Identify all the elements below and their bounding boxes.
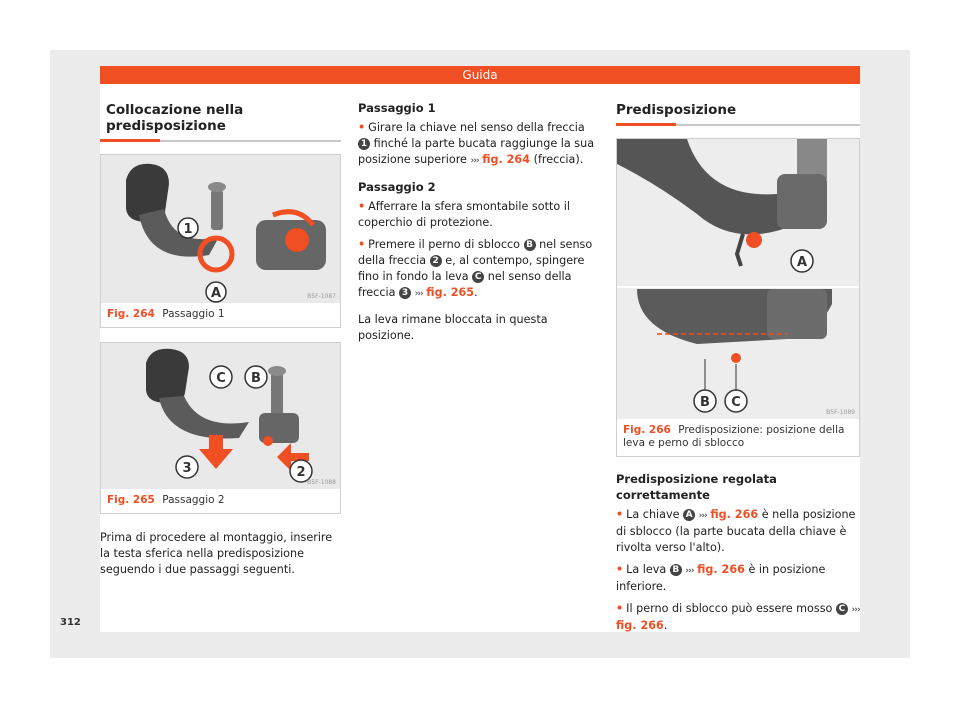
bullet-dot: • bbox=[616, 602, 624, 615]
towbar-step1-illustration: 1 A bbox=[101, 155, 340, 303]
bullet-dot: • bbox=[358, 238, 366, 251]
ref-circle-C: C bbox=[835, 603, 848, 615]
step1-title: Passaggio 1 bbox=[358, 101, 436, 115]
figure-265-number: Fig. 265 bbox=[107, 494, 155, 506]
figure-266-text: Predisposizione: posizione della leva e … bbox=[623, 424, 845, 449]
figure-266-label-A: A bbox=[797, 255, 807, 270]
towbar-step2-illustration: C B 3 2 bbox=[101, 343, 340, 489]
figure-265-label-C: C bbox=[216, 371, 226, 386]
figure-266-image: A B C B5F-1089 bbox=[617, 139, 859, 419]
title-rule bbox=[616, 123, 860, 126]
figure-264-text: Passaggio 1 bbox=[162, 308, 225, 320]
section-header-band: Guida bbox=[100, 66, 860, 84]
figure-265-text: Passaggio 2 bbox=[162, 494, 225, 506]
bullet-dot: • bbox=[358, 200, 366, 213]
lever-note: La leva rimane bloccata in questa posizi… bbox=[358, 313, 548, 342]
column-2: Passaggio 1 •Girare la chiave nel senso … bbox=[358, 84, 599, 344]
intro-paragraph: Prima di procedere al montaggio, inserir… bbox=[100, 531, 333, 576]
title-rule bbox=[100, 139, 341, 142]
column-1: Collocazione nella predisposizione 1 bbox=[100, 84, 341, 578]
figure-264-label-A: A bbox=[211, 286, 221, 301]
bullet-dot: • bbox=[358, 121, 366, 134]
fig-265-link[interactable]: fig. 265 bbox=[426, 286, 475, 299]
step1-bullet: •Girare la chiave nel senso della frecci… bbox=[358, 121, 595, 166]
step2-title: Passaggio 2 bbox=[358, 180, 436, 194]
ref-circle-C: C bbox=[472, 271, 485, 283]
figure-265: C B 3 2 B5F-1088 Fig. 265 Passaggio 2 bbox=[100, 342, 341, 514]
ref-circle-1: 1 bbox=[358, 138, 370, 150]
step2-bullet-1: •Afferrare la sfera smontabile sotto il … bbox=[358, 200, 570, 229]
figure-264-image: 1 A B5F-1087 bbox=[101, 155, 340, 303]
ref-circle-3: 3 bbox=[399, 287, 412, 299]
figure-264-code: B5F-1087 bbox=[307, 293, 336, 300]
receiver-illustration: A B C bbox=[617, 139, 859, 419]
figure-266-label-B: B bbox=[700, 395, 710, 410]
figure-265-label-B: B bbox=[251, 371, 261, 386]
figure-266: A B C B5F-1089 Fig. 266 Predisposi bbox=[616, 138, 860, 457]
ref-circle-A: A bbox=[683, 509, 696, 521]
figure-266-code: B5F-1089 bbox=[826, 409, 855, 416]
bullet-dot: • bbox=[616, 563, 624, 576]
fig-266-link[interactable]: fig. 266 bbox=[616, 619, 664, 632]
ref-circle-2: 2 bbox=[429, 255, 442, 267]
fig-266-link[interactable]: fig. 266 bbox=[697, 563, 745, 576]
subsection-title: Predisposizione regolata correttamente bbox=[616, 472, 777, 502]
ref-circle-B: B bbox=[523, 239, 536, 251]
check-bullet-3: •Il perno di sblocco può essere mosso C … bbox=[616, 602, 861, 632]
column-3: Predisposizione A bbox=[616, 84, 861, 634]
figure-264-label-1: 1 bbox=[183, 222, 192, 237]
page-content: Collocazione nella predisposizione 1 bbox=[100, 84, 861, 634]
section-title-collocazione: Collocazione nella predisposizione bbox=[106, 102, 244, 134]
step2-bullet-2: •Premere il perno di sblocco B nel senso… bbox=[358, 238, 593, 299]
figure-266-number: Fig. 266 bbox=[623, 424, 671, 436]
figure-264: 1 A B5F-1087 Fig. 264 Passaggio 1 bbox=[100, 154, 341, 328]
figure-265-label-3: 3 bbox=[182, 461, 191, 476]
figure-265-caption: Fig. 265 Passaggio 2 bbox=[101, 489, 340, 513]
section-title-predisposizione: Predisposizione bbox=[616, 102, 737, 118]
check-bullet-1: •La chiave A ››› fig. 266 è nella posizi… bbox=[616, 508, 856, 554]
figure-266-label-C: C bbox=[731, 395, 741, 410]
ref-circle-B: B bbox=[669, 564, 682, 576]
bullet-dot: • bbox=[616, 508, 624, 521]
page-number: 312 bbox=[60, 617, 81, 628]
figure-266-caption: Fig. 266 Predisposizione: posizione dell… bbox=[617, 419, 859, 456]
fig-266-link[interactable]: fig. 266 bbox=[710, 508, 759, 521]
figure-265-label-2: 2 bbox=[296, 465, 305, 480]
figure-265-image: C B 3 2 B5F-1088 bbox=[101, 343, 340, 489]
check-bullet-2: •La leva B ››› fig. 266 è in posizione i… bbox=[616, 563, 826, 593]
figure-264-number: Fig. 264 bbox=[107, 308, 155, 320]
figure-265-code: B5F-1088 bbox=[307, 479, 336, 486]
figure-264-caption: Fig. 264 Passaggio 1 bbox=[101, 303, 340, 327]
fig-264-link[interactable]: fig. 264 bbox=[482, 153, 531, 166]
